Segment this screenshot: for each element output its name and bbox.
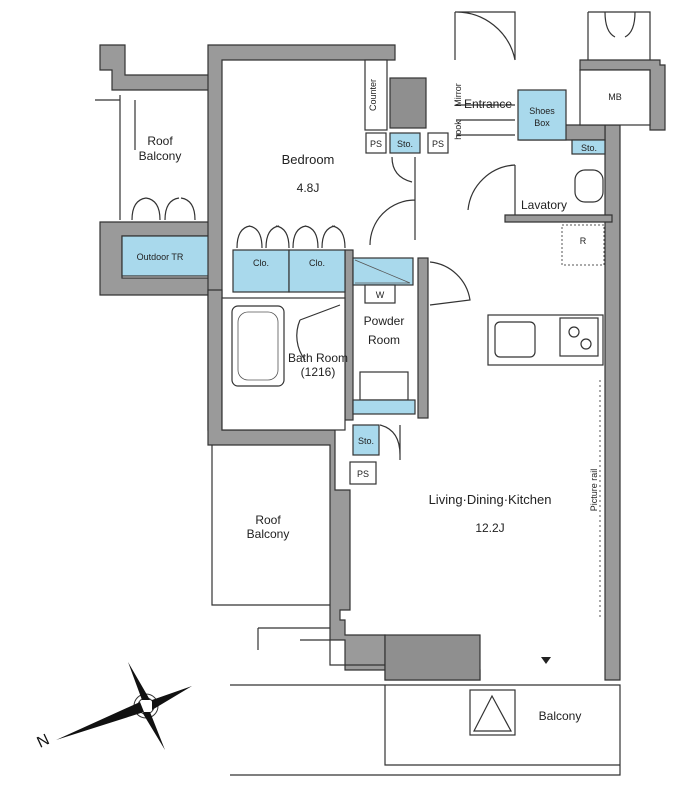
hook-label: hook bbox=[453, 120, 463, 140]
refrigerator-label: R bbox=[580, 236, 587, 246]
sto-label-1: Sto. bbox=[397, 139, 413, 149]
roof-balcony-label-4: Balcony bbox=[247, 527, 290, 541]
bedroom-size: 4.8J bbox=[297, 181, 320, 195]
sto-label-3: Sto. bbox=[581, 143, 597, 153]
ps-label-1: PS bbox=[370, 139, 382, 149]
picture-rail-label: Picture rail bbox=[589, 469, 599, 512]
powder-room-label-2: Room bbox=[368, 333, 400, 347]
walls bbox=[207, 44, 666, 681]
ldk-size: 12.2J bbox=[475, 521, 504, 535]
roof-balcony-label-2: Balcony bbox=[139, 149, 182, 163]
shoes-box-label-2: Box bbox=[534, 118, 550, 128]
bath-room-size: (1216) bbox=[301, 365, 336, 379]
roof-balcony-top-area: Roof Balcony Outdoor TR bbox=[95, 44, 216, 296]
closet-label-2: Clo. bbox=[309, 258, 325, 268]
entrance-label: Entrance bbox=[464, 97, 512, 111]
roof-balcony-bottom-area: Roof Balcony bbox=[211, 445, 385, 666]
counter bbox=[364, 59, 388, 131]
roof-balcony-label-1: Roof bbox=[147, 134, 173, 148]
closet-label-1: Clo. bbox=[253, 258, 269, 268]
compass-icon: N bbox=[35, 662, 192, 752]
entrance-area: Mirror hook Entrance Shoes Box MB Sto. L… bbox=[453, 11, 651, 223]
outdoor-tr-box bbox=[121, 235, 211, 277]
bedroom: Counter PS Sto. PS Bedroom 4.8J Clo. Clo… bbox=[232, 59, 449, 293]
mb-label: MB bbox=[608, 92, 622, 102]
balcony: Balcony bbox=[230, 684, 621, 776]
balcony-label: Balcony bbox=[539, 709, 582, 723]
ps-label-3: PS bbox=[357, 469, 369, 479]
bath-room-label: Bath Room bbox=[288, 351, 348, 365]
ldk: R Picture rail Living·Dining·Kitchen 12.… bbox=[429, 224, 605, 664]
outdoor-tr-label: Outdoor TR bbox=[137, 252, 184, 262]
ps-label-2: PS bbox=[432, 139, 444, 149]
north-label: N bbox=[35, 731, 53, 751]
mirror-label: Mirror bbox=[453, 83, 463, 107]
lavatory-label: Lavatory bbox=[521, 198, 567, 212]
powder-room-label-1: Powder bbox=[364, 314, 405, 328]
shoes-box-label-1: Shoes bbox=[529, 106, 555, 116]
sto-label-2: Sto. bbox=[358, 436, 374, 446]
washer-label: W bbox=[376, 290, 385, 300]
ldk-label: Living·Dining·Kitchen bbox=[429, 492, 552, 507]
bath-powder: Bath Room (1216) W Powder Room Sto. PS bbox=[221, 257, 471, 485]
counter-label: Counter bbox=[368, 79, 378, 111]
roof-balcony-label-3: Roof bbox=[255, 513, 281, 527]
bedroom-label: Bedroom bbox=[282, 152, 335, 167]
